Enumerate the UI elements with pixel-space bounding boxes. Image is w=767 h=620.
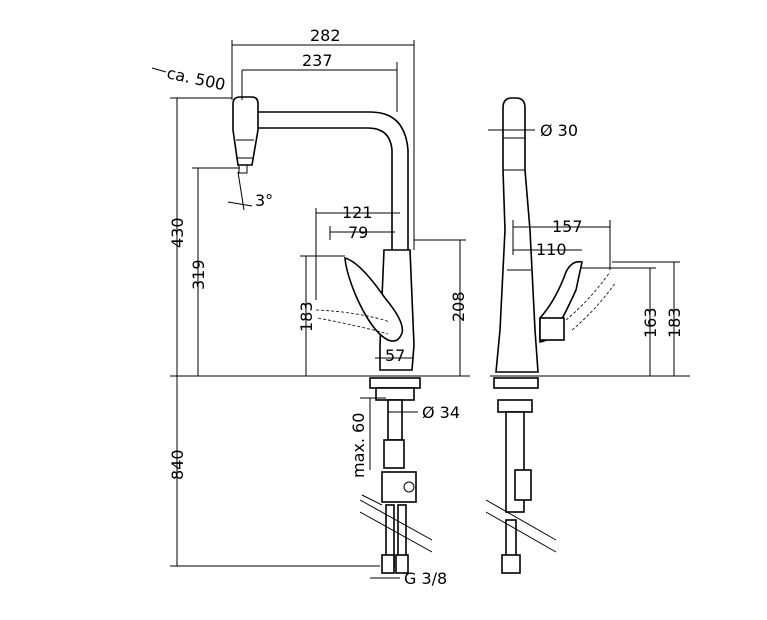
front-view	[232, 96, 433, 574]
mounting-base	[369, 377, 421, 389]
label-237: 237	[302, 51, 333, 70]
label-282: 282	[310, 26, 341, 45]
dimension-lines	[151, 40, 690, 579]
label-3-deg: 3°	[255, 191, 273, 210]
label-121: 121	[342, 203, 373, 222]
label-57: 57	[385, 346, 405, 365]
label-79: 79	[348, 223, 368, 242]
label-max-60: max. 60	[349, 413, 368, 478]
label-183-right: 183	[665, 307, 684, 338]
label-840: 840	[168, 449, 187, 480]
side-view	[485, 97, 617, 574]
label-g-3-8: G 3/8	[404, 569, 447, 588]
label-110: 110	[536, 240, 567, 259]
label-ca-500: ca. 500	[165, 63, 227, 94]
lever-handle	[344, 256, 404, 342]
side-body	[495, 97, 539, 373]
label-dia-34: Ø 34	[422, 403, 460, 422]
label-430: 430	[168, 217, 187, 248]
mounting-nut	[381, 471, 417, 503]
label-183-left: 183	[297, 301, 316, 332]
label-dia-30: Ø 30	[540, 121, 578, 140]
label-319: 319	[189, 259, 208, 290]
label-157: 157	[552, 217, 583, 236]
pullout-head	[232, 96, 259, 166]
label-163: 163	[641, 307, 660, 338]
label-208: 208	[449, 291, 468, 322]
dimension-labels: 282 237 ca. 500 430 319 3° 121 79 183 20…	[165, 26, 684, 588]
